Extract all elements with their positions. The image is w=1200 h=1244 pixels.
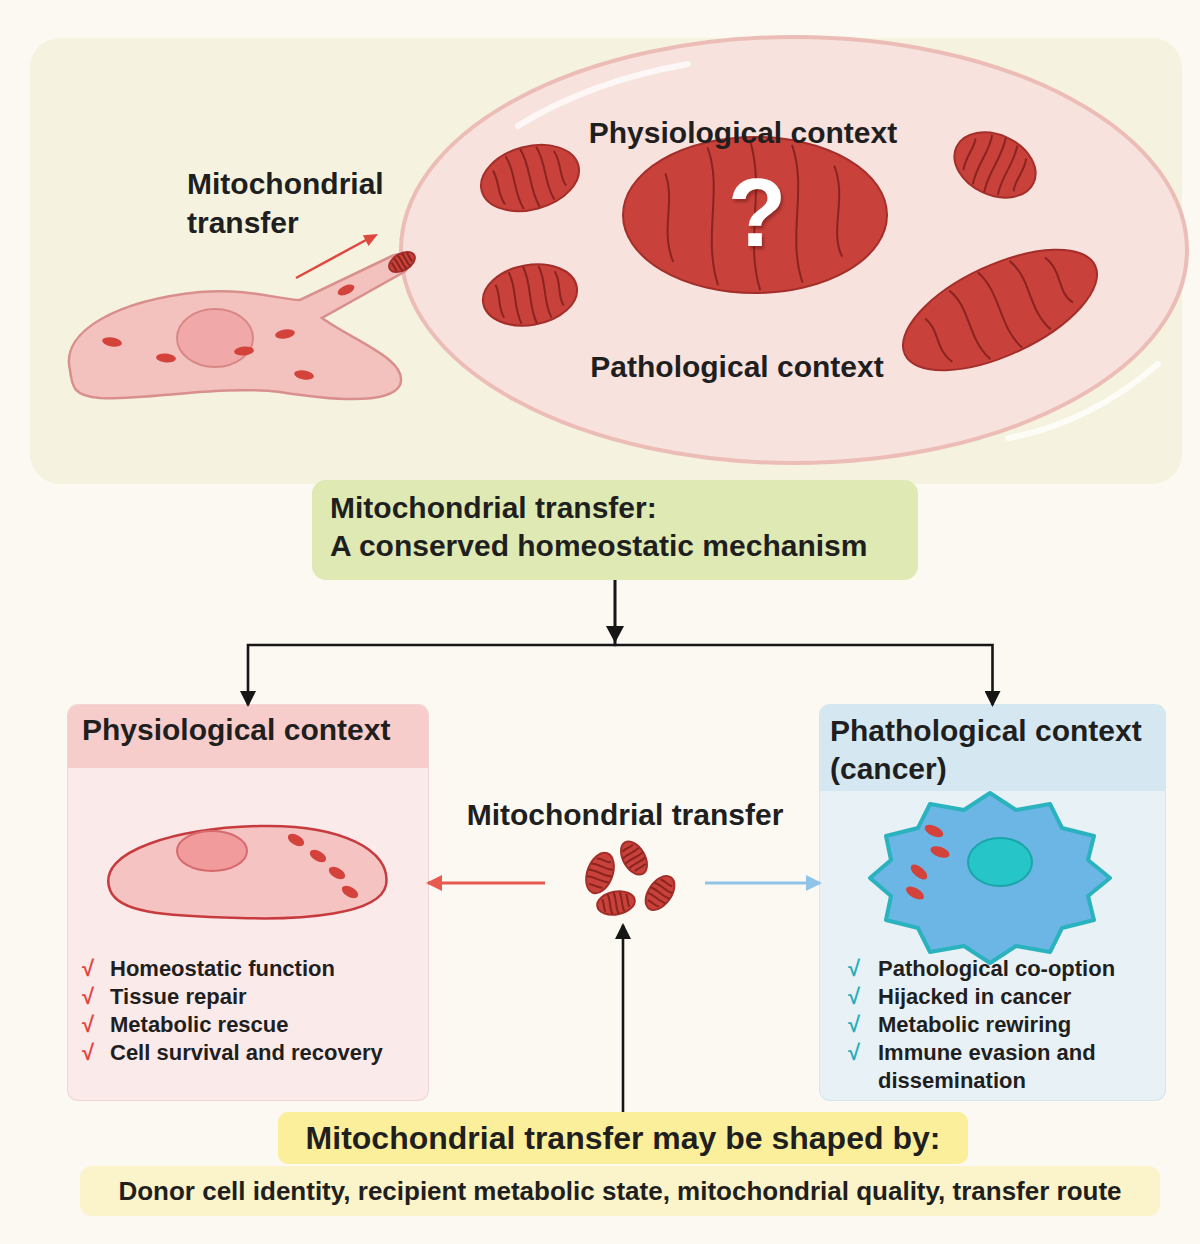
check-mark: √ bbox=[848, 955, 860, 983]
panel-header: Physiological context bbox=[68, 705, 428, 768]
list-item: Pathological co-option bbox=[878, 955, 1138, 983]
top-panel: Mitochondrial transfer Physiological cont… bbox=[30, 38, 1182, 484]
mitochondrion bbox=[595, 888, 636, 917]
panel-heading: Physiological context bbox=[82, 711, 422, 749]
list-item: Metabolic rewiring bbox=[878, 1011, 1138, 1039]
list-item: Metabolic rescue bbox=[110, 1011, 410, 1039]
box-title: Mitochondrial transfer: bbox=[330, 489, 910, 527]
list-item: Cell survival and recovery bbox=[110, 1039, 410, 1067]
bubble-outline bbox=[398, 34, 1190, 466]
bubble-highlight bbox=[518, 64, 1158, 438]
process-caption: Mitochondrial transfer bbox=[187, 164, 427, 242]
box-subtitle: A conserved homeostatic mechanism bbox=[330, 527, 910, 565]
physiological-panel: Homeostatic functionTissue repairMetabol… bbox=[68, 705, 428, 1100]
list-item: Homeostatic function bbox=[110, 955, 410, 983]
flow-arrow bbox=[248, 580, 615, 705]
flow-arrow bbox=[615, 580, 993, 705]
hub-caption: Mitochondrial transfer bbox=[425, 797, 825, 833]
panel-heading: Phathological context (cancer) bbox=[830, 712, 1160, 788]
factor-heading: Mitochondrial transfer may be shaped by: bbox=[278, 1119, 968, 1157]
zoom-bubble: Physiological contextPathological contex… bbox=[398, 34, 1190, 466]
list-item: Immune evasion and dissemination bbox=[878, 1039, 1138, 1095]
bubble-label: Pathological context bbox=[537, 349, 937, 385]
check-mark: √ bbox=[82, 1011, 94, 1039]
flow-arrow bbox=[705, 882, 820, 885]
mitochondrion bbox=[640, 871, 680, 915]
bubble-label: Physiological context bbox=[543, 115, 943, 151]
question-mark: ? bbox=[697, 165, 817, 261]
check-mark: √ bbox=[82, 983, 94, 1011]
list-item: Tissue repair bbox=[110, 983, 410, 1011]
pathological-panel: Pathological co-optionHijacked in cancer… bbox=[820, 705, 1165, 1100]
concept-box: Mitochondrial transfer:A conserved homeo… bbox=[312, 480, 918, 580]
flow-arrow bbox=[622, 925, 625, 1112]
panel-header: Phathological context (cancer) bbox=[820, 705, 1165, 791]
check-mark: √ bbox=[82, 1039, 94, 1067]
check-mark: √ bbox=[82, 955, 94, 983]
check-mark: √ bbox=[848, 1011, 860, 1039]
check-mark: √ bbox=[848, 983, 860, 1011]
flow-arrow bbox=[428, 882, 545, 885]
factor-heading-box: Mitochondrial transfer may be shaped by: bbox=[278, 1112, 968, 1164]
mitochondrion bbox=[616, 837, 653, 879]
mitochondrion bbox=[581, 849, 619, 897]
check-mark: √ bbox=[848, 1039, 860, 1067]
junction-arrow-head bbox=[606, 626, 624, 643]
bubble-shape bbox=[401, 37, 1187, 463]
transfer-hub: Mitochondrial transfer bbox=[545, 795, 705, 925]
factor-band: Donor cell identity, recipient metabolic… bbox=[80, 1166, 1160, 1216]
factor-list: Donor cell identity, recipient metabolic… bbox=[80, 1175, 1160, 1207]
list-item: Hijacked in cancer bbox=[878, 983, 1138, 1011]
